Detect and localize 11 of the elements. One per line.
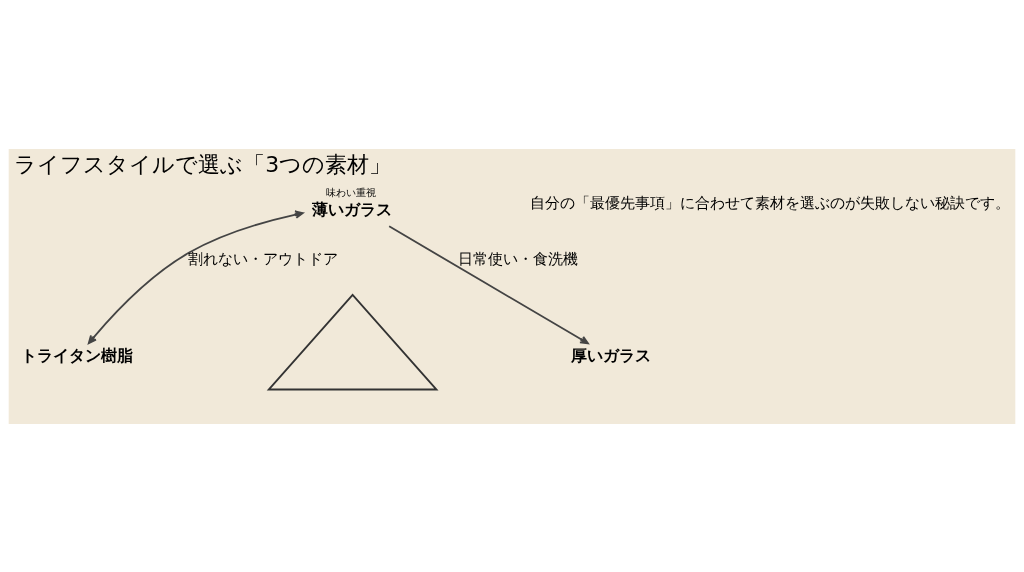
node-text: トライタン樹脂 <box>20 345 133 365</box>
node-text: 薄いガラス <box>311 199 392 219</box>
node-triangle <box>266 293 439 390</box>
edge-label: 割れない・アウトドア <box>188 249 339 267</box>
edge-label: 日常使い・食洗機 <box>457 249 578 267</box>
node-text: 厚いガラス <box>570 345 651 365</box>
label: 自分の「最優先事項」に合わせて素材を選ぶのが失敗しない秘訣です。 <box>529 193 1010 211</box>
arrow <box>388 224 589 344</box>
arrow <box>87 209 304 344</box>
diagram-title: ライフスタイルで選ぶ「3つの素材」 <box>14 151 392 177</box>
node-label: 味わい重視 <box>326 186 377 198</box>
